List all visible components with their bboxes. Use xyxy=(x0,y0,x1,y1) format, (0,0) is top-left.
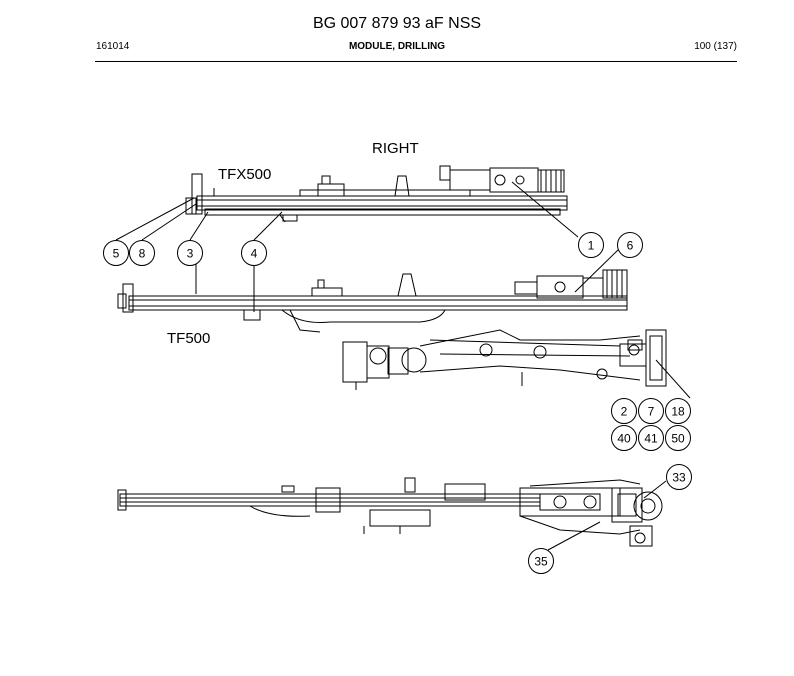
callout-2: 2 xyxy=(611,398,637,424)
document-title: BG 007 879 93 aF NSS xyxy=(312,15,482,32)
boom-arm-drawing xyxy=(342,329,667,390)
callout-number: 4 xyxy=(251,247,258,261)
leader-lines xyxy=(115,181,691,551)
callout-8: 8 xyxy=(129,240,155,266)
tf500-boom-drawing xyxy=(117,269,628,333)
callout-number: 41 xyxy=(644,432,658,446)
callout-number: 33 xyxy=(672,471,686,485)
callout-number: 50 xyxy=(671,432,685,446)
page-number: 100 (137) xyxy=(694,41,737,52)
callout-number: 18 xyxy=(671,405,685,419)
document-date-code: 161014 xyxy=(96,41,130,52)
callout-number: 8 xyxy=(139,247,146,261)
callout-50: 50 xyxy=(665,425,691,451)
callout-33: 33 xyxy=(666,464,692,490)
callout-35: 35 xyxy=(528,548,554,574)
callout-6: 6 xyxy=(617,232,643,258)
callout-number: 5 xyxy=(113,247,120,261)
model-label-tf500: TF500 xyxy=(167,330,211,347)
callout-41: 41 xyxy=(638,425,664,451)
callout-number: 6 xyxy=(627,239,634,253)
section-title: MODULE, DRILLING xyxy=(348,41,446,52)
callout-1: 1 xyxy=(578,232,604,258)
callout-5: 5 xyxy=(103,240,129,266)
callout-number: 35 xyxy=(534,555,548,569)
callout-number: 3 xyxy=(187,247,194,261)
tfx500-boom-drawing xyxy=(185,165,568,223)
header-divider xyxy=(95,61,737,62)
callout-18: 18 xyxy=(665,398,691,424)
top-view-boom-drawing xyxy=(117,477,663,547)
callout-7: 7 xyxy=(638,398,664,424)
callout-number: 7 xyxy=(648,405,655,419)
callout-number: 1 xyxy=(588,239,595,253)
view-label-right: RIGHT xyxy=(372,140,419,157)
callout-number: 40 xyxy=(617,432,631,446)
callout-3: 3 xyxy=(177,240,203,266)
callout-4: 4 xyxy=(241,240,267,266)
model-label-tfx500: TFX500 xyxy=(218,166,272,183)
callout-40: 40 xyxy=(611,425,637,451)
callout-number: 2 xyxy=(621,405,628,419)
